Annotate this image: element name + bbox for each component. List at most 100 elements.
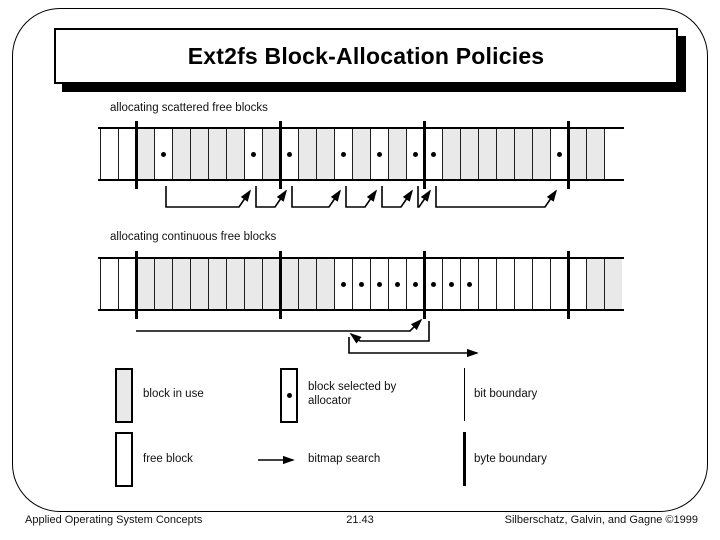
bitmap-cell-sel xyxy=(460,259,478,309)
bitmap-cell-free xyxy=(568,259,586,309)
bitmap-cell-free xyxy=(100,129,118,179)
title-box: Ext2fs Block-Allocation Policies xyxy=(54,28,678,84)
bitmap-cell-used xyxy=(226,259,244,309)
allocation-dot-icon xyxy=(431,151,436,157)
bitmap-cell-sel xyxy=(352,259,370,309)
byte-boundary-tick xyxy=(134,251,138,319)
legend-swatch-block-in-use xyxy=(115,368,133,423)
bitmap-cell-used xyxy=(442,129,460,179)
bitmap-cell-free xyxy=(496,259,514,309)
byte-boundary-tick xyxy=(134,121,138,189)
bitmap-cell-sel xyxy=(334,129,352,179)
allocation-dot-icon xyxy=(286,393,292,398)
bitmap-cell-free xyxy=(118,129,136,179)
bitmap-cell-used xyxy=(226,129,244,179)
allocation-dot-icon xyxy=(467,281,472,287)
bitmap-cell-sel xyxy=(244,129,262,179)
bitmap-row-scattered xyxy=(98,121,624,189)
allocation-dot-icon xyxy=(413,281,418,287)
allocation-dot-icon xyxy=(395,281,400,287)
footer-course-name: Applied Operating System Concepts xyxy=(25,514,203,526)
bitmap-cell-used xyxy=(280,259,298,309)
bitmap-cell-free xyxy=(100,259,118,309)
bitmap-cell-sel xyxy=(406,259,424,309)
allocation-dot-icon xyxy=(449,281,454,287)
bitmap-cell-used xyxy=(532,129,550,179)
bitmap-cell-used xyxy=(496,129,514,179)
bitmap-cell-used xyxy=(208,259,226,309)
page-title: Ext2fs Block-Allocation Policies xyxy=(187,42,545,69)
bitmap-cell-used xyxy=(208,129,226,179)
allocation-dot-icon xyxy=(161,151,166,157)
bitmap-cell-sel xyxy=(370,259,388,309)
bitmap-cell-used xyxy=(352,129,370,179)
bitmap-cell-used xyxy=(190,129,208,179)
row-label-continuous: allocating continuous free blocks xyxy=(110,231,277,243)
byte-boundary-tick xyxy=(278,121,282,189)
bitmap-cell-sel xyxy=(370,129,388,179)
bitmap-cell-used xyxy=(316,259,334,309)
bitmap-cell-sel xyxy=(424,129,442,179)
bitmap-cell-used xyxy=(514,129,532,179)
bitmap-cell-used xyxy=(262,129,280,179)
bitmap-cell-used xyxy=(262,259,280,309)
byte-boundary-tick xyxy=(422,251,426,319)
allocation-dot-icon xyxy=(341,151,346,157)
bitmap-cell-used xyxy=(298,129,316,179)
allocation-dot-icon xyxy=(413,151,418,157)
allocation-dot-icon xyxy=(251,151,256,157)
bitmap-cell-free xyxy=(532,259,550,309)
bitmap-cell-free xyxy=(604,129,622,179)
bitmap-cell-used xyxy=(154,259,172,309)
bitmap-cell-used xyxy=(190,259,208,309)
legend-byte-boundary-line xyxy=(463,432,466,486)
allocation-dot-icon xyxy=(377,151,382,157)
bitmap-cell-used xyxy=(586,259,604,309)
bitmap-cell-used xyxy=(460,129,478,179)
bitmap-cell-used xyxy=(136,259,154,309)
bitmap-cell-sel xyxy=(334,259,352,309)
legend-label-bit-boundary: bit boundary xyxy=(474,388,538,400)
allocation-dot-icon xyxy=(557,151,562,157)
bitmap-cell-used xyxy=(316,129,334,179)
byte-boundary-tick xyxy=(422,121,426,189)
allocation-dot-icon xyxy=(377,281,382,287)
bitmap-cell-used xyxy=(604,259,622,309)
legend-label-bitmap-search: bitmap search xyxy=(308,453,381,465)
legend-label-block-selected: block selected by allocator xyxy=(308,381,397,408)
byte-boundary-tick xyxy=(566,251,570,319)
legend-swatch-free-block xyxy=(115,432,133,487)
allocation-dot-icon xyxy=(341,281,346,287)
bitmap-cell-sel xyxy=(406,129,424,179)
legend-swatch-block-selected xyxy=(280,368,298,423)
bitmap-cell-used xyxy=(136,129,154,179)
bitmap-cell-used xyxy=(478,129,496,179)
row-label-scattered: allocating scattered free blocks xyxy=(110,102,268,114)
legend-label-byte-boundary: byte boundary xyxy=(474,453,547,465)
bitmap-row-continuous xyxy=(98,251,624,319)
bitmap-cell-used xyxy=(244,259,262,309)
footer-page-number: 21.43 xyxy=(346,514,374,526)
bitmap-cell-sel xyxy=(388,259,406,309)
allocation-dot-icon xyxy=(287,151,292,157)
bitmap-cell-used xyxy=(586,129,604,179)
bitmap-cell-used xyxy=(388,129,406,179)
bitmap-cell-free xyxy=(118,259,136,309)
legend-bit-boundary-line xyxy=(464,368,465,421)
byte-boundary-tick xyxy=(566,121,570,189)
legend-label-block-in-use: block in use xyxy=(143,388,204,400)
bitmap-cell-sel xyxy=(424,259,442,309)
footer-copyright: Silberschatz, Galvin, and Gagne ©1999 xyxy=(504,514,698,526)
bitmap-cell-sel xyxy=(154,129,172,179)
bitmap-cell-used xyxy=(568,129,586,179)
allocation-dot-icon xyxy=(359,281,364,287)
bitmap-cell-free xyxy=(478,259,496,309)
bitmap-cell-sel xyxy=(442,259,460,309)
bitmap-cell-used xyxy=(172,259,190,309)
bitmap-cell-sel xyxy=(280,129,298,179)
bitmap-cell-sel xyxy=(550,129,568,179)
bitmap-cell-used xyxy=(298,259,316,309)
allocation-dot-icon xyxy=(431,281,436,287)
legend-label-free-block: free block xyxy=(143,453,193,465)
bitmap-cell-free xyxy=(550,259,568,309)
